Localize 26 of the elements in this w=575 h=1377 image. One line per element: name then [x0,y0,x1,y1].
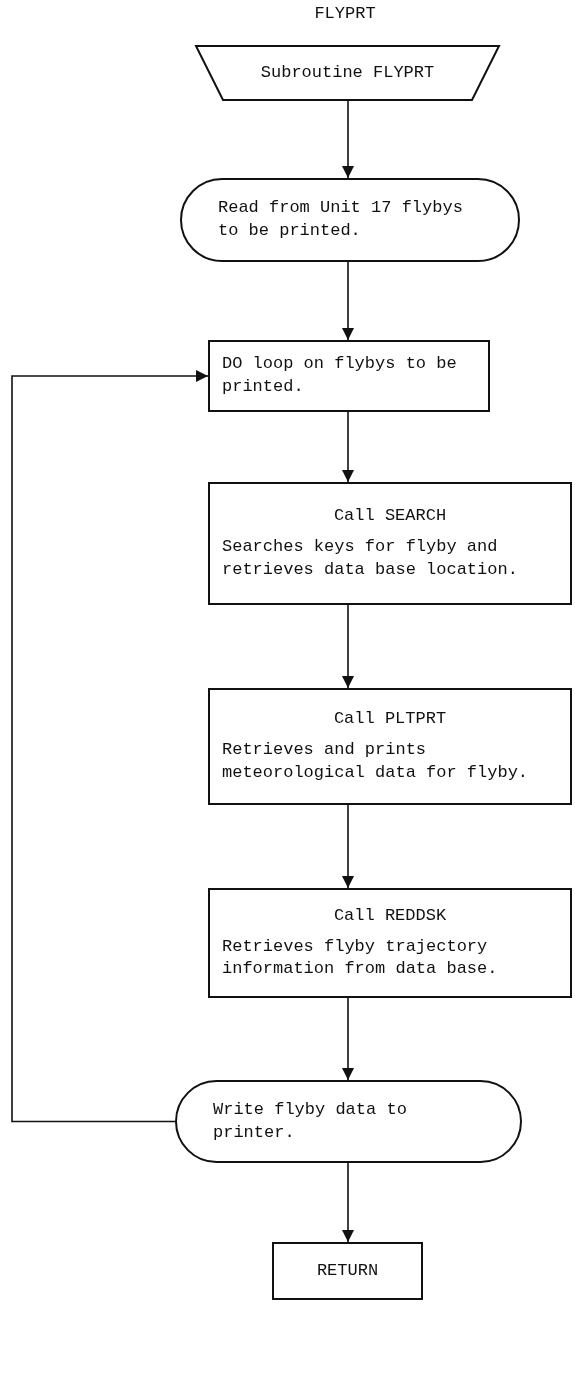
box-heading: Call REDDSK [332,904,448,927]
arrow [342,604,354,689]
start-trapezoid [195,45,500,101]
diagram-title: FLYPRT [313,4,377,23]
box-text: Write flyby data to printer. [213,1098,408,1144]
process-box [208,482,572,605]
box-text: RETURN [315,1259,380,1282]
process-box [208,688,572,805]
box-heading: Call PLTPRT [332,708,448,731]
box-heading: Call SEARCH [332,505,448,528]
arrow [342,997,354,1081]
box-text: Retrieves flyby trajectory information from data base. [222,935,499,981]
arrow [342,261,354,341]
arrow [11,370,209,1123]
arrow [342,804,354,889]
process-box [208,888,572,998]
box-text: DO loop on flybys to be printed. [222,353,458,398]
box-text: Retrieves and prints meteorological data for flyby. [222,739,530,784]
arrow [342,100,354,179]
box-text: Searches keys for flyby and retrieves data base location. [222,536,519,581]
arrow [342,1162,354,1243]
box-text: Read from Unit 17 flybys to be printed. [218,197,464,242]
arrow [342,411,354,483]
process-box [208,340,490,412]
box-text: Subroutine FLYPRT [259,61,436,84]
process-box [272,1242,423,1300]
